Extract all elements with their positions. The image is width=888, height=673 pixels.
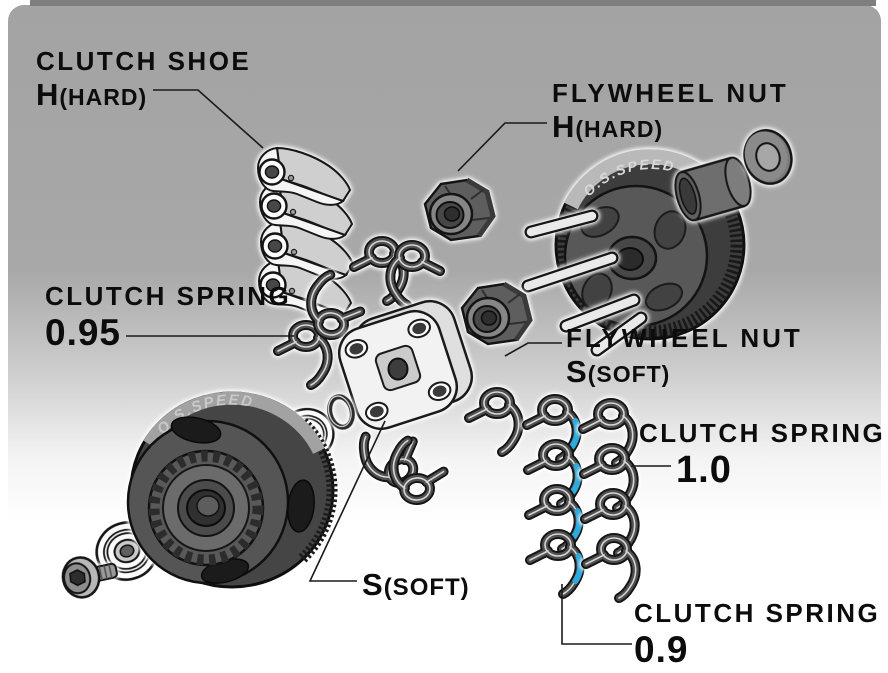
- shim-ring-part: [327, 394, 355, 430]
- label-clutch-spring-10: CLUTCH SPRING 1.0: [639, 420, 885, 489]
- leader-clutch-hub-soft: [308, 420, 386, 582]
- label-clutch-shoe: CLUTCH SHOE H(HARD): [36, 48, 251, 110]
- clutch-spring-09-column: [527, 399, 580, 594]
- flywheel-pins-part: [521, 209, 648, 357]
- label-clutch-spring-09: CLUTCH SPRING 0.9: [634, 600, 880, 668]
- label-clutch-hub-soft: S(SOFT): [362, 569, 470, 600]
- label-clutch-hub-soft-grade: S(SOFT): [362, 567, 470, 602]
- label-clutch-spring-10-value: 1.0: [676, 449, 732, 491]
- leader-flywheel-nut-hard: [457, 122, 547, 172]
- washer-part: [743, 129, 793, 185]
- label-clutch-spring-095-value: 0.95: [45, 312, 122, 353]
- collet-part: [674, 156, 752, 222]
- flywheel-nut-soft-part: [462, 284, 530, 344]
- clutch-hub-part: [337, 299, 474, 431]
- flywheel-nut-hard-part: [425, 180, 493, 240]
- label-flywheel-nut-hard: FLYWHEEL NUT H(HARD): [552, 80, 789, 142]
- label-flywheel-nut-soft-grade: S(SOFT): [566, 354, 671, 389]
- clutch-bell-part: O.S.SPEED: [126, 391, 338, 589]
- label-clutch-spring-09-value: 0.9: [634, 629, 689, 670]
- label-flywheel-nut-soft-title: FLYWHEEL NUT: [566, 323, 803, 353]
- page-top-edge: [30, 0, 876, 6]
- label-clutch-spring-095-title: CLUTCH SPRING: [45, 281, 292, 311]
- leader-clutch-shoe: [153, 89, 264, 149]
- label-clutch-spring-09-title: CLUTCH SPRING: [634, 598, 881, 628]
- label-clutch-shoe-grade: H(HARD): [36, 77, 148, 112]
- label-flywheel-nut-hard-title: FLYWHEEL NUT: [552, 78, 789, 108]
- label-clutch-spring-10-title: CLUTCH SPRING: [639, 418, 886, 448]
- label-clutch-shoe-title: CLUTCH SHOE: [36, 46, 252, 76]
- leader-flywheel-nut-soft: [504, 342, 562, 357]
- clutch-spring-pair-top: [354, 241, 440, 305]
- leader-clutch-spring-09: [561, 584, 632, 645]
- clutch-screw-part: [61, 556, 118, 599]
- label-flywheel-nut-hard-grade: H(HARD): [552, 109, 664, 144]
- label-flywheel-nut-soft: FLYWHEEL NUT S(SOFT): [566, 325, 803, 387]
- clutch-spring-single-part: [469, 392, 519, 452]
- clutch-spring-10-column: [583, 403, 636, 598]
- label-clutch-spring-095: CLUTCH SPRING 0.95: [45, 283, 291, 351]
